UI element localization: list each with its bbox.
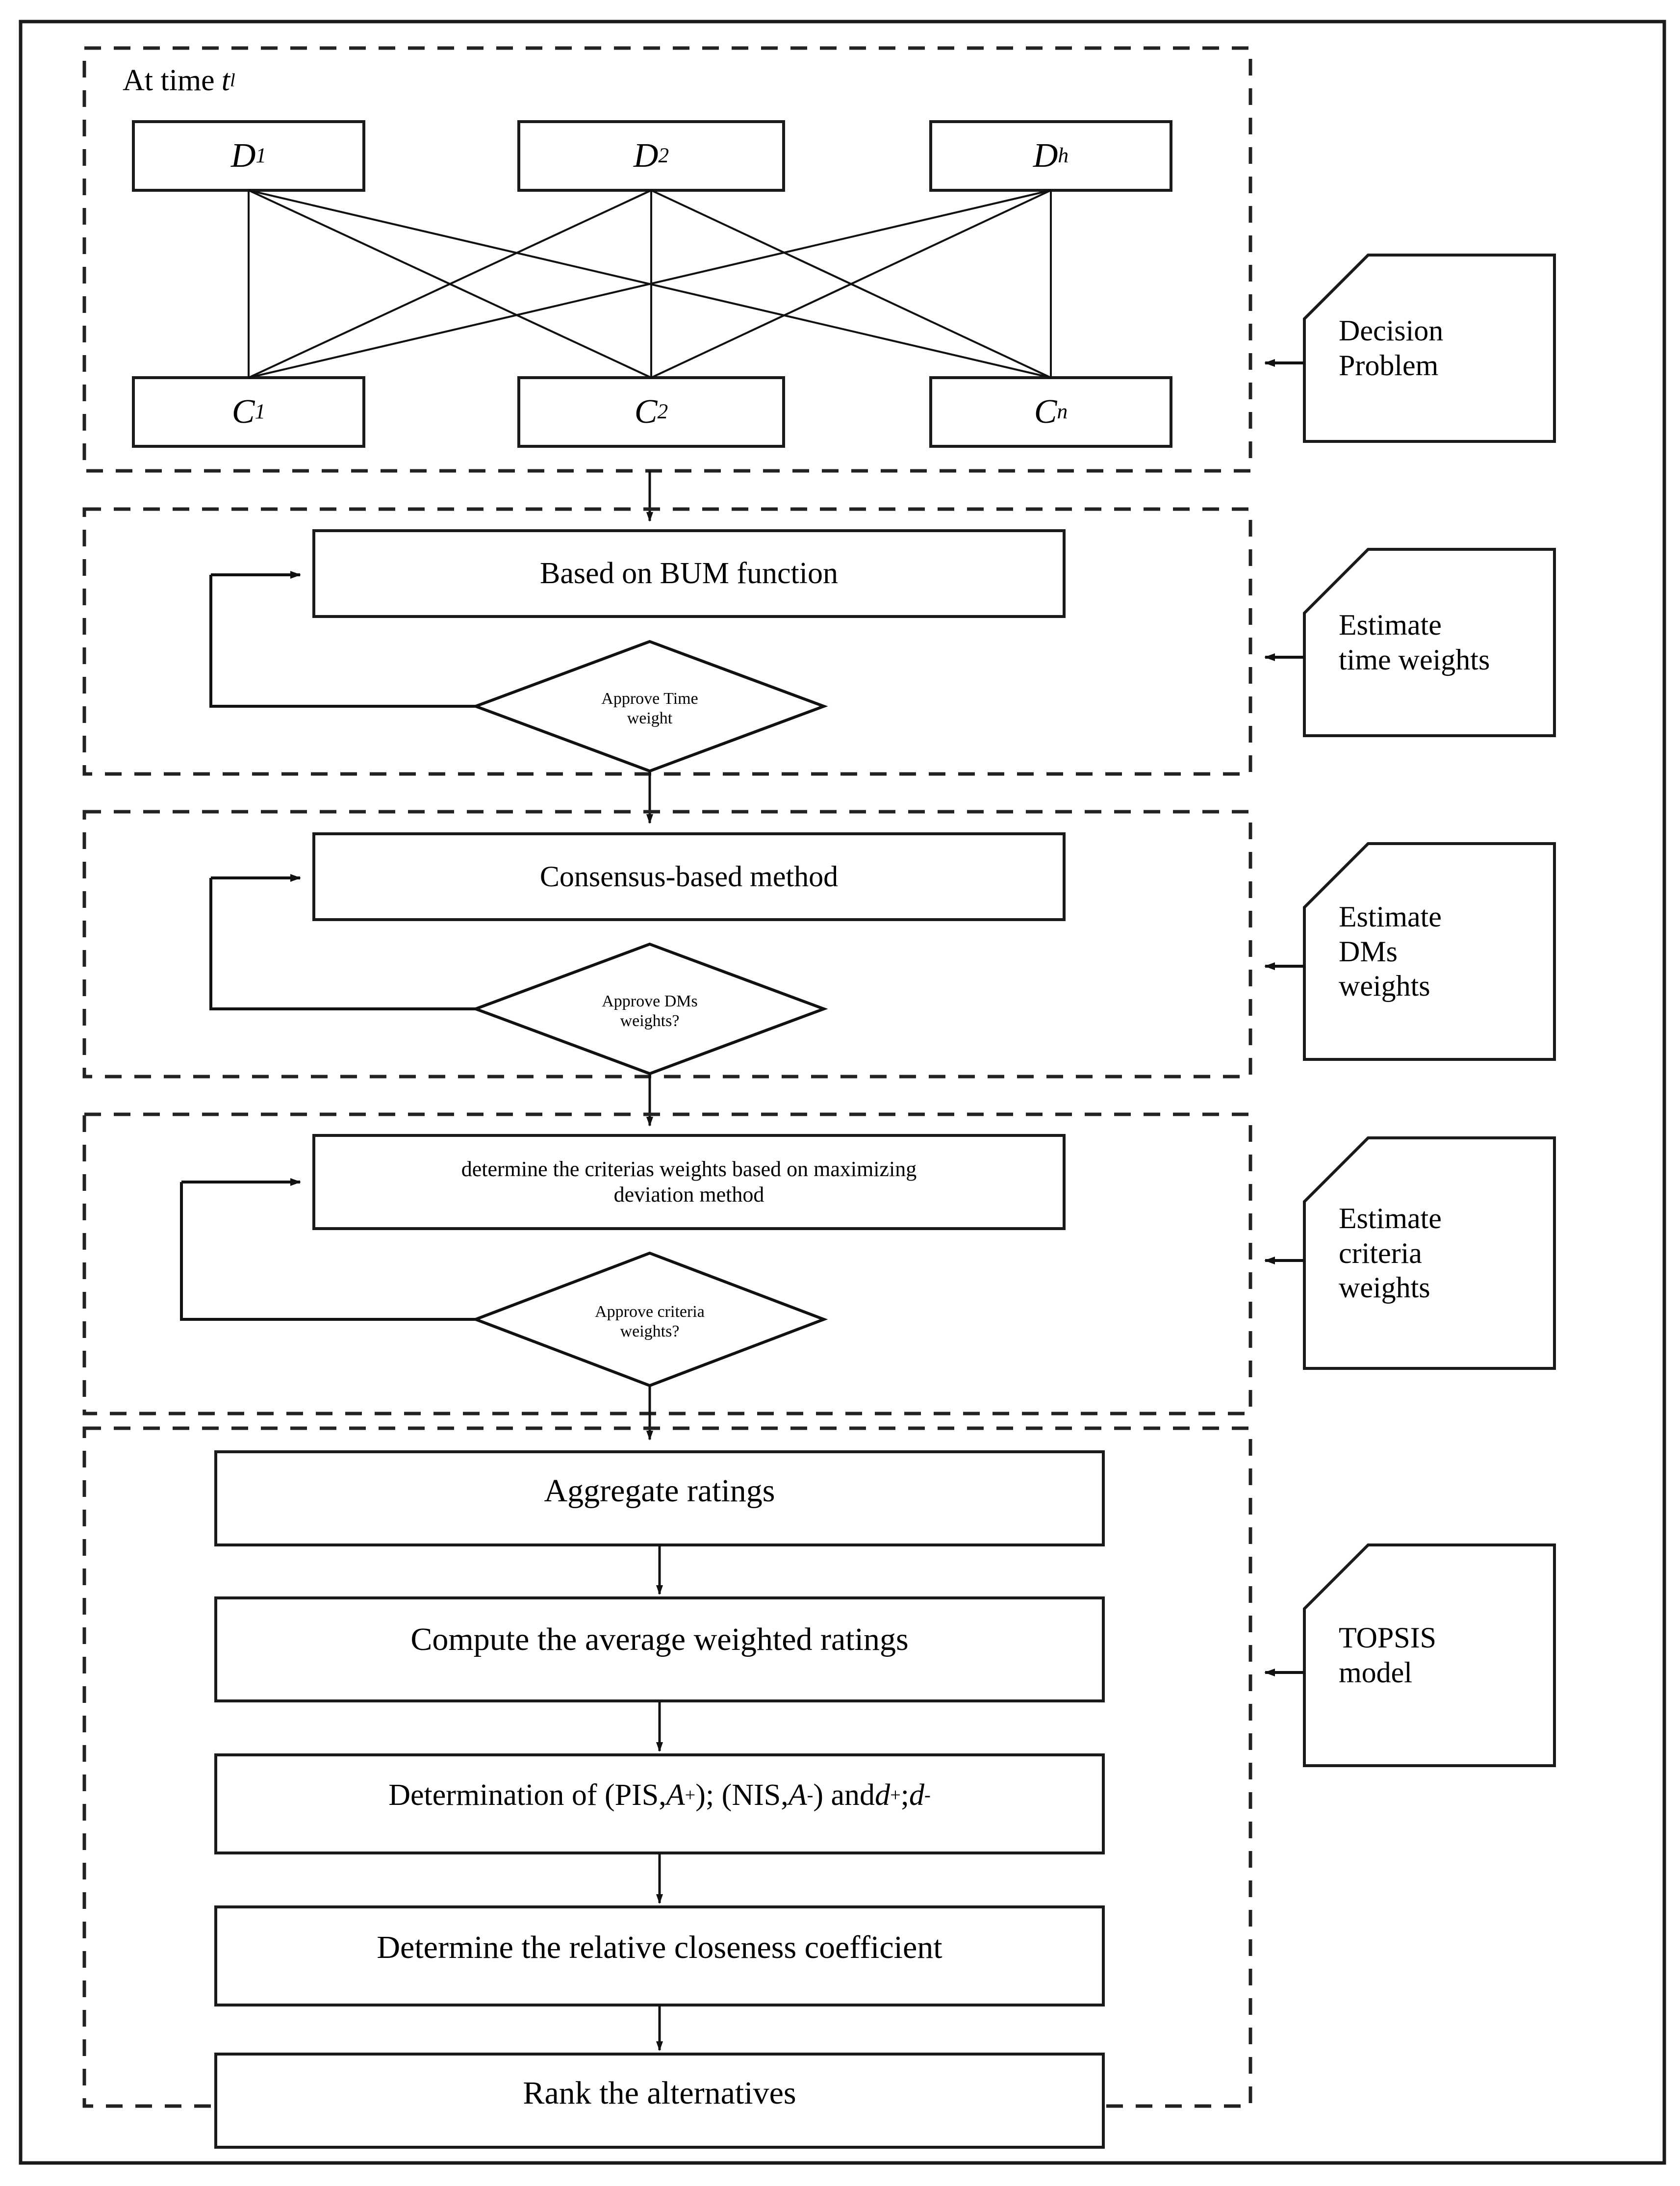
section-box-criteria-weights [82, 1112, 1252, 1415]
side-box-decision-problem [1303, 254, 1556, 443]
node-Dh-box [929, 120, 1172, 192]
process-box-criteria [312, 1134, 1066, 1230]
process-box-aggregate [214, 1450, 1105, 1546]
process-box-pis-nis [214, 1753, 1105, 1854]
decision-diamond-dms-weights [471, 942, 828, 1076]
feedback-loop-time [209, 571, 476, 708]
decision-diamond-criteria-weights [471, 1251, 828, 1388]
node-Cn-box [929, 376, 1172, 448]
process-box-rank [214, 2053, 1105, 2149]
node-D2-box [517, 120, 785, 192]
side-box-dms-weights [1303, 842, 1556, 1061]
feedback-loop-dms [209, 874, 476, 1010]
feedback-loop-criteria [180, 1178, 476, 1321]
side-box-criteria-weights [1303, 1136, 1556, 1370]
node-C2-box [517, 376, 785, 448]
process-box-bum [312, 529, 1066, 618]
node-C1-box [132, 376, 365, 448]
outer-frame [19, 20, 1666, 2165]
process-box-consensus [312, 832, 1066, 921]
node-D1-box [132, 120, 365, 192]
decision-diamond-time-weight [471, 640, 828, 773]
process-box-closeness [214, 1905, 1105, 2006]
section-box-time-weights [82, 507, 1252, 776]
process-box-compute-avg [214, 1596, 1105, 1702]
side-box-topsis [1303, 1543, 1556, 1767]
section-box-dms-weights [82, 810, 1252, 1079]
side-box-time-weights [1303, 548, 1556, 737]
bipartite-links [248, 189, 1052, 379]
